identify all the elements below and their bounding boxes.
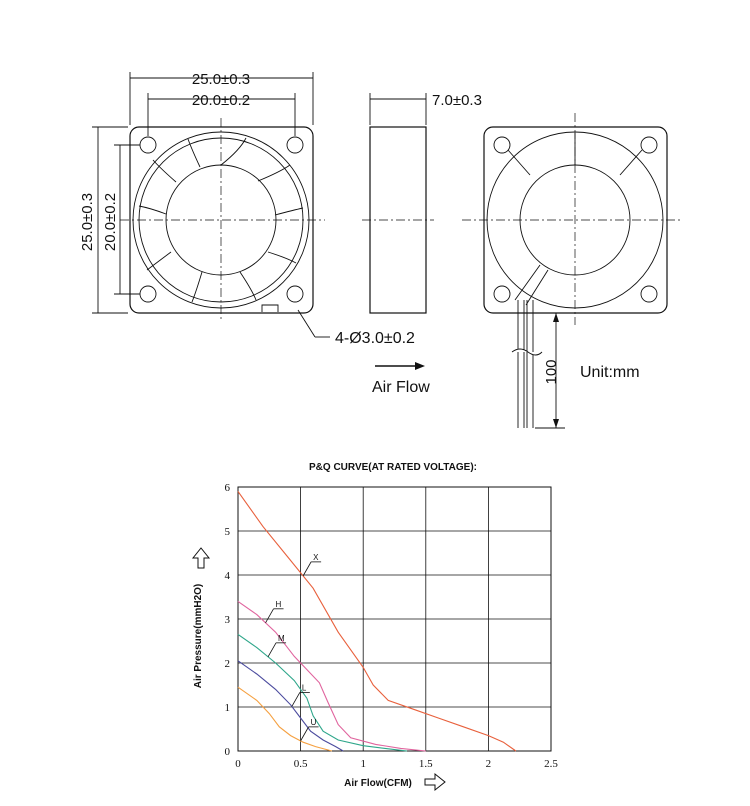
x-tick-label: 1.5 [419, 758, 433, 770]
chart-title: P&Q CURVE(AT RATED VOLTAGE): [309, 462, 477, 473]
series-line-u [237, 686, 333, 752]
y-tick-label: 3 [225, 614, 231, 626]
front-dimensions [92, 72, 330, 338]
series-label: U [311, 718, 317, 727]
series-leader [267, 642, 277, 658]
right-arrow-icon [424, 772, 446, 792]
front-view [120, 118, 325, 322]
hole-pitch-width-label: 20.0±0.2 [192, 92, 250, 109]
mount-hole-icon [493, 285, 511, 303]
y-tick-label: 1 [225, 702, 231, 714]
thickness-label: 7.0±0.3 [432, 92, 482, 109]
pq-chart: P&Q CURVE(AT RATED VOLTAGE): 0 0.5 1 1.5 2 2.… [191, 462, 559, 792]
mount-hole-icon [493, 136, 511, 154]
holes-label: 4-Ø3.0±0.2 [335, 330, 415, 347]
side-view [362, 93, 434, 314]
y-tick-label: 6 [225, 482, 231, 494]
x-tick-label: 2.5 [544, 758, 558, 770]
series-leader [302, 561, 312, 577]
front-blades [138, 137, 304, 303]
back-mount-holes [493, 136, 658, 303]
chart-series: X H M L U [237, 491, 517, 752]
x-tick-label: 0 [235, 758, 241, 770]
y-axis-label: Air Pressure(mmH2O) [193, 584, 204, 688]
series-line-l [237, 660, 344, 752]
back-view [462, 113, 680, 429]
chart-grid [237, 486, 552, 752]
series-line-h [237, 600, 426, 752]
outer-height-label: 25.0±0.3 [79, 193, 96, 251]
outer-width-label: 25.0±0.3 [192, 71, 250, 88]
mount-hole-icon [139, 136, 157, 154]
up-arrow-icon [191, 547, 211, 569]
series-leader [265, 608, 274, 624]
mount-hole-icon [286, 136, 304, 154]
series-line-x [237, 491, 517, 752]
series-label: H [276, 600, 282, 609]
airflow-arrow-icon [375, 362, 425, 370]
x-axis-label: Air Flow(CFM) [344, 778, 412, 789]
hole-pitch-height-label: 20.0±0.2 [102, 193, 119, 251]
x-tick-label: 1 [360, 758, 366, 770]
unit-label: Unit:mm [580, 364, 640, 381]
mount-hole-icon [640, 136, 658, 154]
y-tick-label: 2 [225, 658, 231, 670]
chart-ticks: 0 0.5 1 1.5 2 2.5 0 1 2 3 4 5 6 [225, 482, 559, 770]
y-tick-label: 0 [225, 746, 231, 758]
series-leader [291, 692, 301, 707]
series-line-m [237, 633, 408, 752]
series-label: M [278, 634, 285, 643]
lead-wires [511, 300, 543, 428]
mount-hole-icon [139, 285, 157, 303]
series-leader [300, 726, 309, 742]
series-label: L [302, 683, 307, 692]
x-tick-label: 2 [486, 758, 492, 770]
mount-hole-icon [286, 285, 304, 303]
x-tick-label: 0.5 [294, 758, 308, 770]
y-tick-label: 5 [225, 526, 231, 538]
series-label: X [313, 553, 319, 562]
mount-hole-icon [640, 285, 658, 303]
lead-length-label: 100 [543, 359, 560, 384]
airflow-label: Air Flow [372, 379, 430, 396]
wire-notch [261, 304, 279, 312]
y-tick-label: 4 [225, 570, 231, 582]
